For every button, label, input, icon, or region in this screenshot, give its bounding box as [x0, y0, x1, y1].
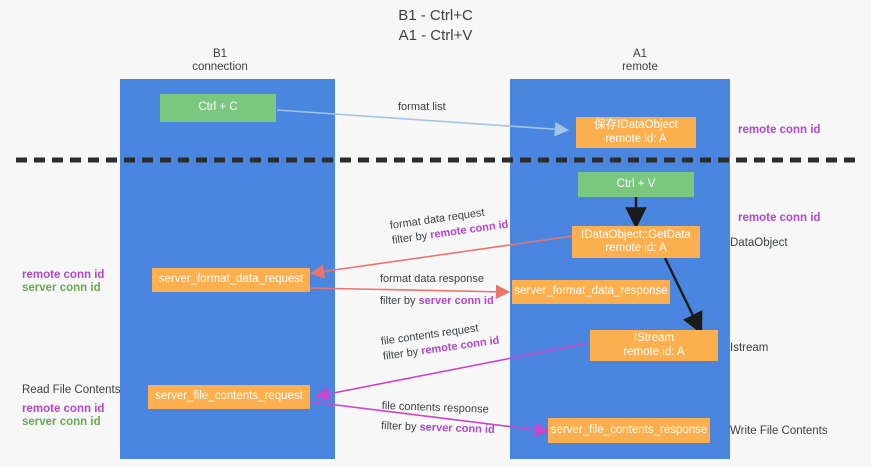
lane-header-a1: A1 remote — [560, 48, 720, 74]
box-idataobject-getdata-line1: IDataObject::GetData — [581, 228, 691, 241]
box-istream[interactable]: IStream remote id: A — [590, 330, 718, 361]
right-label-remote-conn-id-mid: remote conn id — [738, 212, 821, 224]
edge-label-file-contents-request: file contents request filter by remote c… — [380, 319, 500, 365]
box-server-format-data-response-label: server_format_data_response — [514, 285, 668, 298]
edge-label-file-contents-response-text: file contents response — [381, 399, 489, 416]
edge-label-file-contents-response: file contents response filter by server … — [381, 399, 496, 438]
filter-prefix: filter by — [380, 419, 420, 434]
box-store-idataobject-line1: 保存IDataObject — [594, 119, 678, 131]
lane-b1-subtitle: connection — [192, 61, 248, 73]
box-ctrl-c[interactable]: Ctrl + C — [160, 94, 276, 122]
box-store-idataobject[interactable]: 保存IDataObject remote id: A — [576, 117, 696, 148]
title-line-1: B1 - Ctrl+C — [398, 7, 473, 24]
box-ctrl-c-label: Ctrl + C — [198, 101, 238, 114]
edge-label-format-data-response-text: format data response — [380, 273, 484, 285]
box-idataobject-getdata[interactable]: IDataObject::GetData remote id: A — [572, 226, 700, 258]
right-label-remote-conn-id-top: remote conn id — [738, 124, 821, 136]
left-label-server-conn-id: server conn id — [22, 282, 101, 294]
edge-label-format-list: format list — [398, 100, 446, 115]
filter-prefix: filter by — [391, 229, 432, 247]
left-label-remote-conn-id: remote conn id — [22, 269, 105, 281]
lane-b1-title: B1 — [212, 48, 228, 60]
left-label-read-file-contents: Read File Contents — [22, 384, 121, 396]
box-server-file-contents-request-label: server_file_contents_request — [155, 390, 303, 403]
box-idataobject-getdata-line2: remote id: A — [605, 242, 667, 254]
box-server-format-data-request-label: server_format_data_request — [158, 273, 304, 286]
right-label-dataobject: DataObject — [730, 237, 788, 249]
filter-key-server-conn-id: server conn id — [418, 295, 494, 307]
filter-prefix: filter by — [382, 345, 423, 363]
filter-key-server-conn-id: server conn id — [419, 421, 495, 436]
lane-a1-title: A1 — [632, 48, 648, 60]
box-server-file-contents-response[interactable]: server_file_contents_response — [548, 418, 710, 443]
edge-label-format-data-response-filter: filter by server conn id — [380, 294, 494, 309]
box-istream-line1: IStream — [633, 332, 675, 344]
box-server-file-contents-request[interactable]: server_file_contents_request — [148, 385, 310, 409]
right-label-istream: Istream — [730, 342, 769, 354]
edge-label-format-data-request: format data request filter by remote con… — [389, 203, 509, 249]
box-server-file-contents-response-label: server_file_contents_response — [550, 423, 708, 436]
box-store-idataobject-line2: remote id: A — [605, 132, 667, 145]
lane-header-b1: B1 connection — [140, 48, 300, 74]
edge-label-file-contents-response-filter: filter by server conn id — [381, 419, 495, 438]
box-ctrl-v[interactable]: Ctrl + V — [578, 172, 694, 197]
filter-prefix: filter by — [380, 295, 419, 307]
left-label-server-conn-id-2: server conn id — [22, 416, 101, 428]
edge-label-format-list-text: format list — [398, 101, 446, 113]
box-ctrl-v-label: Ctrl + V — [616, 177, 656, 190]
edge-label-format-data-response: format data response filter by server co… — [380, 272, 494, 309]
title-line-2: A1 - Ctrl+V — [398, 27, 473, 44]
box-server-format-data-response[interactable]: server_format_data_response — [512, 280, 670, 304]
lane-a1-subtitle: remote — [622, 61, 658, 73]
page-title: B1 - Ctrl+C A1 - Ctrl+V — [0, 6, 871, 46]
right-label-write-file-contents: Write File Contents — [730, 425, 828, 437]
box-istream-line2: remote id: A — [623, 345, 685, 358]
left-label-remote-conn-id-2: remote conn id — [22, 403, 105, 415]
box-server-format-data-request[interactable]: server_format_data_request — [152, 268, 310, 292]
